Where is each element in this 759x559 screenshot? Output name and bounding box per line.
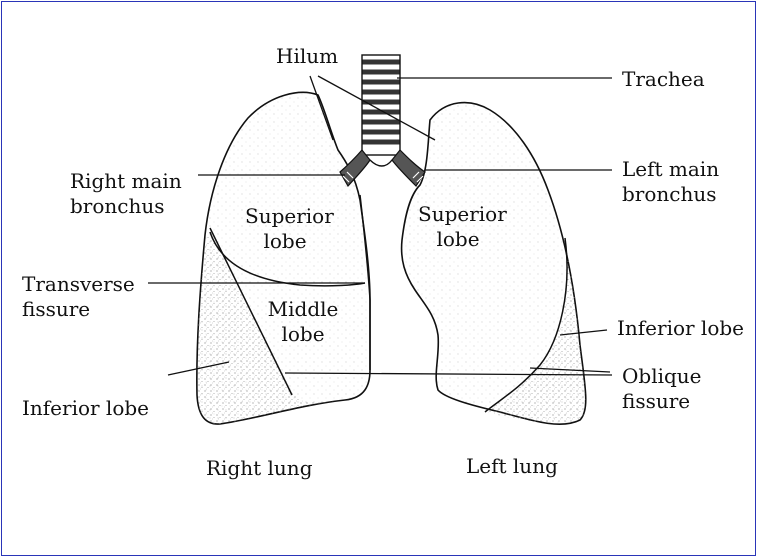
hilum-label: Hilum — [276, 45, 338, 67]
right-lung-label: Right lung — [206, 457, 313, 479]
middle-lobe-label-line2: lobe — [258, 323, 348, 345]
left-main-bronchus-label-line1: Left main — [622, 158, 719, 180]
transverse-fissure-label-line2: fissure — [22, 298, 90, 320]
left-superior-lobe-label-line2: lobe — [418, 228, 498, 250]
trachea-shape — [362, 55, 400, 155]
left-superior-lobe-label-line1: Superior — [418, 203, 498, 225]
transverse-fissure-label-line1: Transverse — [22, 273, 135, 295]
right-superior-lobe-label-line2: lobe — [245, 230, 325, 252]
oblique-fissure-label-line1: Oblique — [622, 365, 702, 387]
left-main-bronchus-label-line2: bronchus — [622, 183, 717, 205]
left-inferior-lobe-label: Inferior lobe — [617, 317, 744, 339]
left-lung-label: Left lung — [466, 455, 558, 477]
right-main-bronchus-label-line1: Right main — [70, 170, 182, 192]
right-superior-lobe-label-line1: Superior — [245, 205, 325, 227]
right-main-bronchus-label-line2: bronchus — [70, 195, 165, 217]
oblique-fissure-label-line2: fissure — [622, 390, 690, 412]
middle-lobe-label-line1: Middle — [258, 298, 348, 320]
trachea-label: Trachea — [622, 68, 705, 90]
right-inferior-lobe-label: Inferior lobe — [22, 397, 149, 419]
